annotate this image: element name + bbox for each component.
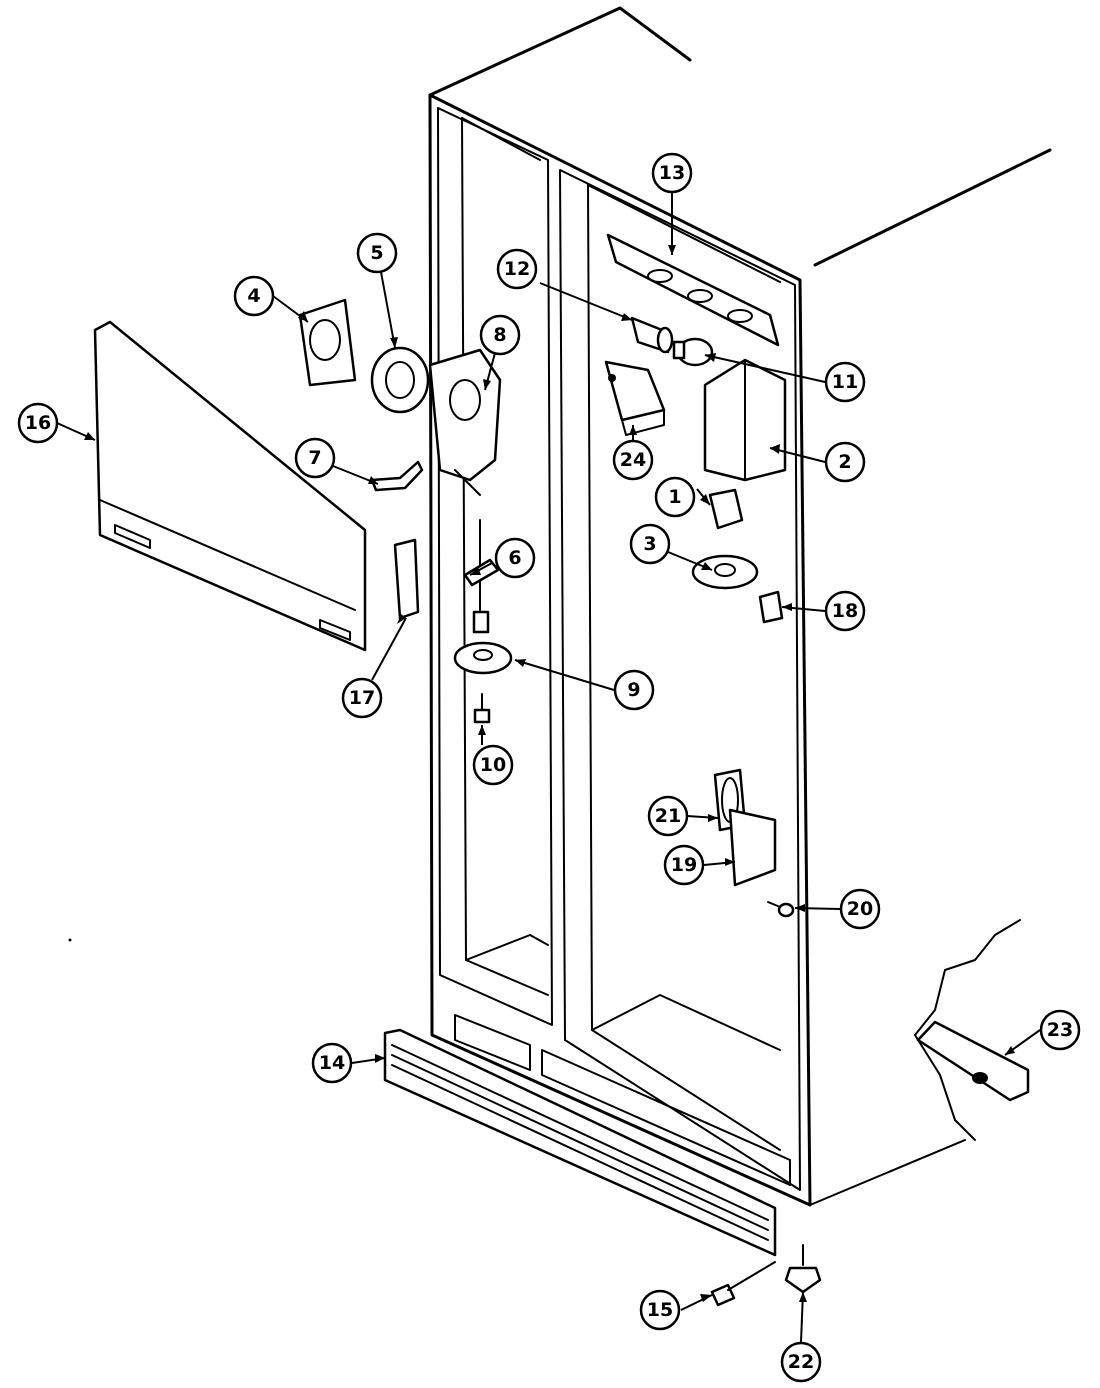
- callout-24: 24: [612, 439, 654, 481]
- callout-21: 21: [647, 795, 689, 837]
- callout-label: 23: [1047, 1019, 1073, 1041]
- callout-17: 17: [341, 677, 383, 719]
- callout-label: 12: [504, 258, 530, 280]
- part-5-damper-motor: [370, 346, 430, 414]
- callout-label: 19: [671, 854, 697, 876]
- part-6-spring: [463, 519, 500, 634]
- callout-label: 18: [832, 600, 858, 622]
- part-2-light-shield: [703, 358, 787, 482]
- part-14-toe-grille: [383, 1028, 777, 1257]
- callout-label: 22: [788, 1351, 814, 1373]
- callout-4: 4: [233, 275, 275, 317]
- callout-label: 1: [668, 486, 681, 508]
- part-7-actuator-rod: [370, 460, 424, 492]
- callout-18: 18: [824, 590, 866, 632]
- callout-label: 21: [655, 805, 681, 827]
- callout-14: 14: [311, 1042, 353, 1084]
- part-8-dispenser-housing: [428, 348, 502, 496]
- part-3-control-knob: [691, 554, 759, 590]
- callout-1: 1: [654, 476, 696, 518]
- callout-label: 11: [832, 371, 858, 393]
- part-22-leveling-leg: [784, 1244, 822, 1294]
- callout-label: 10: [480, 754, 506, 776]
- callout-label: 5: [370, 242, 383, 264]
- part-16-cover-panel: [93, 320, 367, 652]
- callout-label: 15: [647, 1299, 673, 1321]
- part-13-light-bracket: [606, 233, 780, 347]
- callout-22: 22: [780, 1341, 822, 1383]
- callout-2: 2: [824, 441, 866, 483]
- speck: [68, 938, 72, 942]
- callout-12: 12: [496, 248, 538, 290]
- part-24-defrost-timer: [604, 360, 666, 436]
- refrigerator-cabinet: [428, 6, 1052, 1207]
- callout-16: 16: [17, 402, 59, 444]
- callout-8: 8: [479, 314, 521, 356]
- callout-23: 23: [1039, 1009, 1081, 1051]
- callout-label: 4: [247, 285, 260, 307]
- callout-7: 7: [294, 437, 336, 479]
- callout-label: 2: [838, 451, 851, 473]
- callout-3: 3: [629, 523, 671, 565]
- part-17-bracket: [393, 538, 420, 620]
- part-4-damper-housing: [298, 298, 357, 387]
- part-18-clip: [758, 590, 784, 624]
- part-19-cover: [728, 808, 777, 887]
- callout-label: 6: [508, 547, 521, 569]
- part-10-screw: [473, 693, 491, 724]
- callout-label: 14: [319, 1052, 345, 1074]
- callout-19: 19: [663, 844, 705, 886]
- callout-9: 9: [613, 669, 655, 711]
- part-1-door-switch: [708, 488, 744, 530]
- callout-label: 3: [643, 533, 656, 555]
- callout-20: 20: [839, 888, 881, 930]
- callout-13: 13: [651, 152, 693, 194]
- callout-label: 17: [349, 687, 375, 709]
- callout-label: 8: [493, 324, 506, 346]
- callout-label: 9: [627, 679, 640, 701]
- callout-15: 15: [639, 1289, 681, 1331]
- part-9-disc: [453, 641, 513, 675]
- callout-11: 11: [824, 361, 866, 403]
- callout-label: 24: [620, 449, 646, 471]
- callout-label: 7: [308, 447, 321, 469]
- callout-label: 20: [847, 898, 873, 920]
- callout-label: 16: [25, 412, 51, 434]
- callout-label: 13: [659, 162, 685, 184]
- part-20-screw: [767, 901, 795, 918]
- callout-10: 10: [472, 744, 514, 786]
- callout-5: 5: [356, 232, 398, 274]
- part-11-light-bulb: [672, 337, 714, 367]
- callout-6: 6: [494, 537, 536, 579]
- leader-arrowheads: [84, 245, 1015, 1302]
- part-15-grille-clip: [710, 1261, 776, 1307]
- part-23-roller-bracket: [914, 919, 1030, 1141]
- part-12-lamp-socket: [630, 316, 674, 354]
